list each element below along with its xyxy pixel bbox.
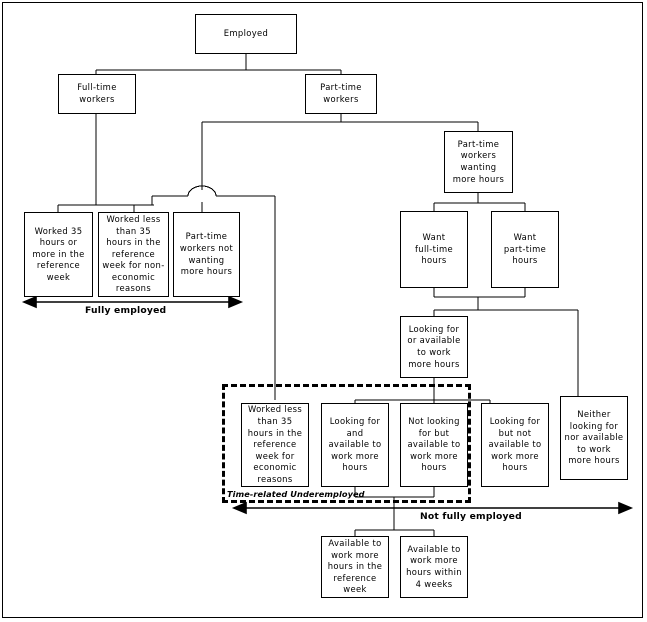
node-not-looking-but-available[interactable]: Not looking for but available to work mo… — [400, 403, 468, 487]
time-related-underemployed-group — [222, 384, 471, 503]
label-time-related-underemployed: Time-related Underemployed — [227, 489, 365, 499]
node-worked-less-noneconomic[interactable]: Worked less than 35 hours in the referen… — [98, 212, 169, 297]
node-looking-and-available[interactable]: Looking for and available to work more h… — [321, 403, 389, 487]
node-available-within-4-weeks[interactable]: Available to work more hours within 4 we… — [400, 536, 468, 598]
node-part-time-not-wanting-more-hours[interactable]: Part-time workers not wanting more hours — [173, 212, 240, 297]
node-want-full-time-hours[interactable]: Want full-time hours — [400, 211, 468, 288]
label-not-fully-employed: Not fully employed — [420, 511, 522, 522]
node-employed[interactable]: Employed — [195, 14, 297, 54]
node-part-time-workers[interactable]: Part-time workers — [305, 74, 377, 114]
label-fully-employed: Fully employed — [85, 305, 167, 316]
node-worked-less-economic[interactable]: Worked less than 35 hours in the referen… — [241, 403, 309, 487]
node-worked-35-or-more[interactable]: Worked 35 hours or more in the reference… — [24, 212, 93, 297]
node-neither-looking-nor-available[interactable]: Neither looking for nor available to wor… — [560, 396, 628, 480]
node-available-reference-week[interactable]: Available to work more hours in the refe… — [321, 536, 389, 598]
node-looking-but-not-available[interactable]: Looking for but not available to work mo… — [481, 403, 549, 487]
node-looking-for-or-available[interactable]: Looking for or available to work more ho… — [400, 316, 468, 378]
node-part-time-wanting-more-hours[interactable]: Part-time workers wanting more hours — [444, 131, 513, 193]
node-want-part-time-hours[interactable]: Want part-time hours — [491, 211, 559, 288]
node-full-time-workers[interactable]: Full-time workers — [58, 74, 136, 114]
